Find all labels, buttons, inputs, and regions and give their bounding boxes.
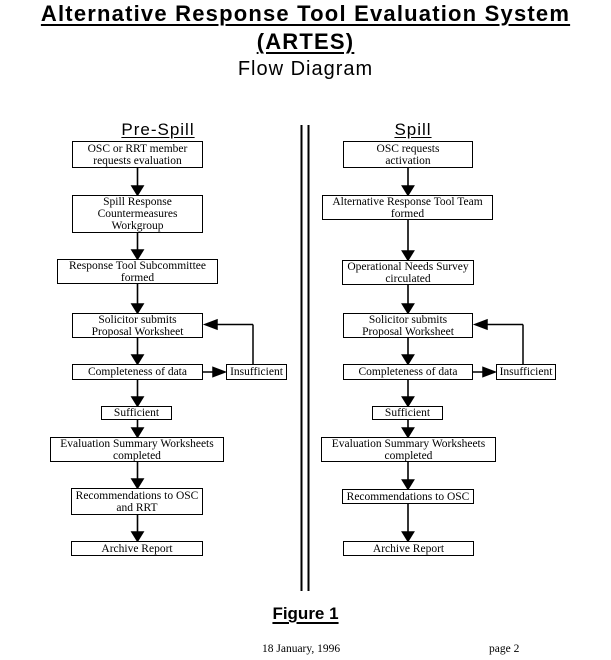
- flow-box-solicitor-submits: Solicitor submits Proposal Worksheet: [72, 313, 203, 338]
- flow-box-label: Solicitor submits Proposal Worksheet: [362, 313, 454, 338]
- flow-box-label: Archive Report: [101, 542, 173, 555]
- flow-box-osc-rrt-request: OSC or RRT member requests evaluation: [72, 141, 203, 168]
- right-arrow-icon: [482, 366, 498, 378]
- flow-box-label: Spill Response Countermeasures Workgroup: [97, 196, 178, 232]
- flow-box-label: Operational Needs Survey circulated: [347, 260, 469, 285]
- flow-box-solicitor-submits: Solicitor submits Proposal Worksheet: [343, 313, 473, 338]
- divider-double-line: [300, 125, 310, 591]
- footer-page-number: page 2: [489, 643, 520, 655]
- flow-box-completeness: Completeness of data: [72, 364, 203, 380]
- flow-box-label: Sufficient: [384, 407, 431, 419]
- flow-box-subcommittee-formed: Response Tool Subcommittee formed: [57, 259, 218, 284]
- flow-box-label: Response Tool Subcommittee formed: [69, 259, 206, 284]
- flow-box-label: Recommendations to OSC: [346, 490, 470, 503]
- spill-column-header: Spill: [394, 120, 432, 139]
- flow-box-recommendations: Recommendations to OSC: [342, 489, 474, 504]
- flow-box-label: Sufficient: [113, 407, 160, 419]
- figure-caption: Figure 1: [272, 604, 339, 623]
- flow-box-insufficient: Insufficient: [226, 364, 287, 380]
- down-arrow-icon: [401, 168, 415, 543]
- page-title-acronym: (ARTES): [256, 29, 355, 54]
- flow-box-label: Insufficient: [499, 366, 553, 378]
- flow-box-evaluation-worksheets: Evaluation Summary Worksheets completed: [321, 437, 496, 462]
- flow-box-archive-report: Archive Report: [343, 541, 474, 556]
- flow-box-evaluation-worksheets: Evaluation Summary Worksheets completed: [50, 437, 224, 462]
- flow-box-sufficient: Sufficient: [101, 406, 172, 420]
- flow-box-insufficient: Insufficient: [496, 364, 556, 380]
- title-block: Alternative Response Tool Evaluation Sys…: [0, 0, 611, 82]
- flow-box-label: Insufficient: [230, 366, 283, 378]
- page-title: Alternative Response Tool Evaluation Sys…: [40, 1, 571, 26]
- right-arrow-icon: [212, 366, 228, 378]
- flow-box-osc-requests-activation: OSC requests activation: [343, 141, 473, 168]
- flow-box-label: Alternative Response Tool Team formed: [332, 195, 483, 220]
- flow-box-completeness: Completeness of data: [343, 364, 473, 380]
- flow-box-label: Completeness of data: [358, 366, 458, 378]
- pre-spill-column-header: Pre-Spill: [121, 120, 195, 139]
- flow-box-label: Archive Report: [372, 542, 445, 555]
- flow-box-label: Solicitor submits Proposal Worksheet: [91, 313, 184, 338]
- flow-box-label: OSC requests activation: [376, 142, 440, 167]
- flow-box-recommendations: Recommendations to OSC and RRT: [71, 488, 203, 515]
- flow-box-label: Evaluation Summary Worksheets completed: [331, 437, 486, 462]
- flow-box-label: OSC or RRT member requests evaluation: [87, 142, 188, 167]
- footer-date: 18 January, 1996: [262, 643, 341, 655]
- flow-box-label: Evaluation Summary Worksheets completed: [60, 437, 214, 462]
- flow-box-sufficient: Sufficient: [372, 406, 443, 420]
- flow-box-label: Recommendations to OSC and RRT: [75, 489, 199, 514]
- left-arrow-icon: [472, 318, 488, 331]
- flow-box-label: Completeness of data: [87, 366, 187, 378]
- page-subtitle: Flow Diagram: [237, 58, 374, 80]
- flow-box-needs-survey: Operational Needs Survey circulated: [342, 260, 474, 285]
- flow-box-archive-report: Archive Report: [71, 541, 203, 556]
- left-arrow-icon: [202, 318, 218, 331]
- flow-box-art-team-formed: Alternative Response Tool Team formed: [322, 195, 493, 220]
- flow-box-countermeasures-workgroup: Spill Response Countermeasures Workgroup: [72, 195, 203, 233]
